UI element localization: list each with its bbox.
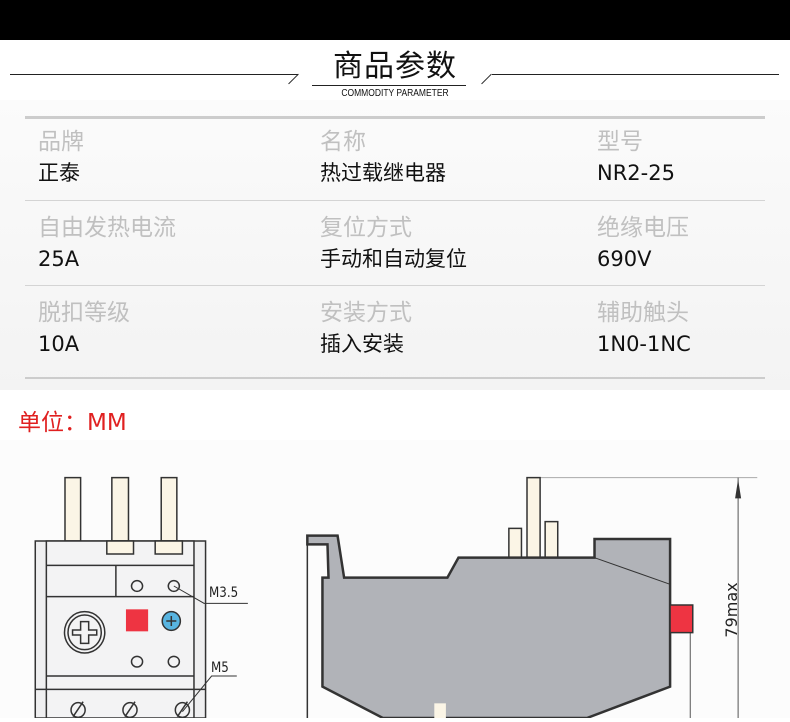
m35-leader [174, 586, 248, 603]
param-value: 热过载继电器 [320, 161, 446, 185]
section-header [0, 40, 790, 100]
row-divider [25, 200, 765, 201]
m5-label: M5 [211, 660, 229, 676]
reset-button-side [670, 605, 693, 633]
param-cell: 品牌正泰 [38, 128, 84, 186]
param-value: 690V [597, 247, 652, 271]
param-value: 插入安装 [320, 332, 404, 356]
screw-hole [168, 656, 179, 667]
side-diagonal-line [595, 558, 671, 585]
param-label: 复位方式 [320, 215, 412, 241]
param-cell: 辅助触头 1N0-1NC [597, 299, 691, 357]
table-bottom-border [25, 377, 765, 379]
terminal-pin [112, 478, 129, 541]
param-label: 自由发热电流 [38, 215, 176, 241]
row-divider [25, 285, 765, 286]
terminal-pin [545, 522, 558, 559]
terminal-pin [509, 528, 522, 558]
section-title: 商品参数 [333, 49, 457, 84]
param-cell: 复位方式手动和自动复位 [320, 214, 467, 272]
terminal-pin [161, 478, 177, 541]
param-value: 10A [38, 332, 80, 356]
param-cell: 绝缘电压 690V [597, 214, 689, 272]
param-cell: 脱扣等级 10A [38, 299, 130, 357]
screw-hole [131, 581, 142, 592]
param-cell: 型号 NR2-25 [597, 128, 675, 186]
param-label: 型号 [597, 129, 643, 155]
param-label: 脱扣等级 [38, 300, 130, 326]
arrow-up-icon [735, 479, 742, 499]
param-value: 1N0-1NC [597, 332, 691, 356]
reset-indicator [125, 609, 149, 632]
screw-hole [168, 581, 179, 592]
param-label: 安装方式 [320, 300, 412, 326]
param-value: 25A [38, 247, 80, 271]
param-value: 正泰 [38, 161, 80, 185]
height-dimension-label: 79max [722, 582, 741, 638]
front-view [35, 478, 248, 718]
title-underline [312, 85, 466, 86]
unit-label: 单位：MM [18, 410, 127, 436]
bottom-screws [71, 702, 189, 718]
table-top-border [25, 116, 765, 119]
param-cell: 安装方式插入安装 [320, 299, 412, 357]
pin-block [155, 541, 182, 554]
param-label: 名称 [320, 129, 366, 155]
param-value: NR2-25 [597, 161, 675, 185]
param-label: 品牌 [38, 129, 84, 155]
param-cell: 名称热过载继电器 [320, 128, 446, 186]
cross-icon [73, 622, 97, 644]
param-cell: 自由发热电流 25A [38, 214, 176, 272]
terminal-pin [65, 478, 81, 541]
side-view [307, 478, 757, 718]
top-bar [0, 0, 790, 40]
dimension-diagram: M3.5 M5 79max [0, 440, 790, 718]
header-rule-right [492, 74, 779, 75]
pin-block [107, 541, 134, 554]
params-table [0, 100, 790, 390]
param-value: 手动和自动复位 [320, 247, 467, 271]
screw-hole [131, 656, 142, 667]
adjust-dial-inner [68, 615, 101, 650]
section-subtitle: COMMODITY PARAMETER [341, 88, 449, 99]
header-rule-left [10, 74, 298, 75]
terminal-pin [527, 478, 540, 559]
bottom-pin [434, 703, 446, 718]
side-body [307, 536, 670, 718]
param-label: 辅助触头 [597, 300, 689, 326]
adjust-dial [64, 612, 104, 653]
diagram-svg [0, 440, 790, 718]
plus-icon [166, 616, 176, 626]
param-label: 绝缘电压 [597, 215, 689, 241]
m5-leader [182, 676, 236, 712]
m35-label: M3.5 [209, 585, 239, 601]
